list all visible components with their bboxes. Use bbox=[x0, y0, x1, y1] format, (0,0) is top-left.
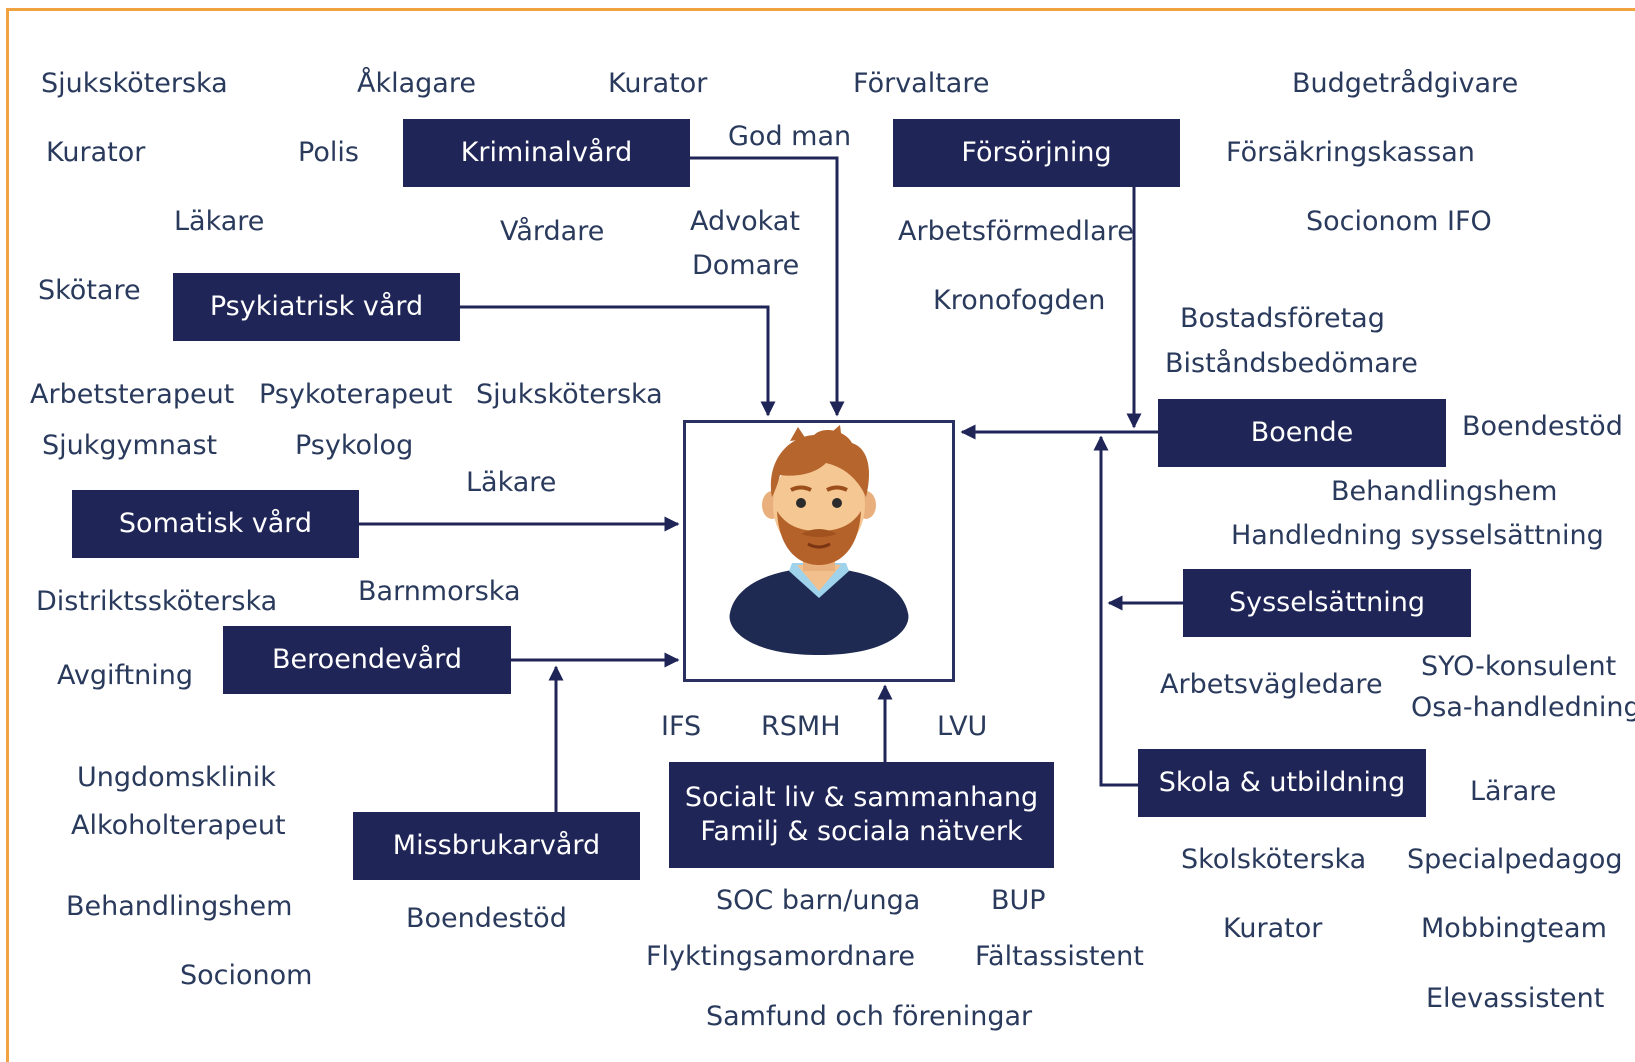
box-socialt-liv: Socialt liv & sammanhang Familj & social… bbox=[669, 762, 1054, 868]
label-bup: BUP bbox=[991, 885, 1046, 916]
label-behandlingshem: Behandlingshem bbox=[66, 891, 293, 922]
orange-frame bbox=[6, 8, 1635, 1062]
box-socialt-liv-line-2: Familj & sociala nätverk bbox=[700, 816, 1023, 847]
label-kurator: Kurator bbox=[608, 68, 708, 99]
arrow-kriminalvard bbox=[690, 156, 845, 417]
label-sjukskoterska: Sjuksköterska bbox=[41, 68, 228, 99]
label-rsmh: RSMH bbox=[761, 711, 841, 742]
label-barnmorska: Barnmorska bbox=[358, 576, 521, 607]
label-syo-konsulent: SYO-konsulent bbox=[1421, 651, 1617, 682]
label-bistandsbedomare: Biståndsbedömare bbox=[1165, 348, 1418, 379]
label-ungdomsklinik: Ungdomsklinik bbox=[77, 762, 276, 793]
label-osa-handledning: Osa-handledning bbox=[1411, 692, 1635, 723]
label-advokat: Advokat bbox=[690, 206, 800, 237]
label-arbetsformedlare: Arbetsförmedlare bbox=[898, 216, 1134, 247]
label-psykolog: Psykolog bbox=[295, 430, 414, 461]
box-beroendevard-label: Beroendevård bbox=[272, 644, 462, 676]
label-boendestod: Boendestöd bbox=[1462, 411, 1623, 442]
label-larare: Lärare bbox=[1470, 776, 1557, 807]
box-boende: Boende bbox=[1158, 399, 1446, 467]
label-god-man: God man bbox=[728, 121, 852, 152]
box-psykiatrisk-vard-label: Psykiatrisk vård bbox=[209, 291, 424, 323]
label-budgetradgivare: Budgetrådgivare bbox=[1292, 68, 1519, 99]
label-avgiftning: Avgiftning bbox=[57, 660, 193, 691]
box-missbrukarvard: Missbrukarvård bbox=[353, 812, 640, 880]
box-somatisk-vard-label: Somatisk vård bbox=[118, 508, 313, 540]
label-ifs: IFS bbox=[661, 711, 702, 742]
box-kriminalvard: Kriminalvård bbox=[403, 119, 690, 187]
box-skola-utbildning: Skola & utbildning bbox=[1138, 749, 1426, 817]
label-soc-barn-unga: SOC barn/unga bbox=[716, 885, 921, 916]
label-arbetsvagledare: Arbetsvägledare bbox=[1160, 669, 1383, 700]
box-boende-label: Boende bbox=[1250, 417, 1354, 449]
box-beroendevard: Beroendevård bbox=[223, 626, 511, 694]
box-socialt-liv-line-1: Socialt liv & sammanhang bbox=[684, 782, 1039, 814]
label-psykoterapeut: Psykoterapeut bbox=[259, 379, 453, 410]
label-sjukskoterska: Sjuksköterska bbox=[476, 379, 663, 410]
label-forvaltare: Förvaltare bbox=[853, 68, 990, 99]
center-person-frame bbox=[683, 420, 955, 682]
label-lvu: LVU bbox=[937, 711, 988, 742]
label-vardare: Vårdare bbox=[500, 216, 605, 247]
label-kronofogden: Kronofogden bbox=[933, 285, 1106, 316]
label-samfund-och-foreningar: Samfund och föreningar bbox=[706, 1001, 1033, 1032]
label-mobbingteam: Mobbingteam bbox=[1421, 913, 1607, 944]
label-aklagare: Åklagare bbox=[357, 68, 476, 99]
arrow-skola bbox=[1093, 435, 1138, 787]
label-bostadsforetag: Bostadsföretag bbox=[1180, 303, 1385, 334]
label-arbetsterapeut: Arbetsterapeut bbox=[30, 379, 235, 410]
label-lakare: Läkare bbox=[174, 206, 265, 237]
label-faltassistent: Fältassistent bbox=[975, 941, 1144, 972]
label-distriktsskoterska: Distriktssköterska bbox=[36, 586, 278, 617]
box-forsorjning-label: Försörjning bbox=[961, 137, 1112, 169]
label-socionom-ifo: Socionom IFO bbox=[1306, 206, 1492, 237]
label-elevassistent: Elevassistent bbox=[1426, 983, 1605, 1014]
label-socionom: Socionom bbox=[180, 960, 313, 991]
label-skotare: Skötare bbox=[38, 275, 141, 306]
label-skolskoterska: Skolsköterska bbox=[1181, 844, 1367, 875]
label-domare: Domare bbox=[692, 250, 800, 281]
label-forsakringskassan: Försäkringskassan bbox=[1226, 137, 1475, 168]
box-missbrukarvard-label: Missbrukarvård bbox=[392, 830, 601, 862]
box-skola-utbildning-label: Skola & utbildning bbox=[1158, 767, 1406, 799]
box-kriminalvard-label: Kriminalvård bbox=[460, 137, 633, 169]
label-alkoholterapeut: Alkoholterapeut bbox=[71, 810, 286, 841]
box-sysselsattning-label: Sysselsättning bbox=[1228, 587, 1425, 619]
box-sysselsattning: Sysselsättning bbox=[1183, 569, 1471, 637]
label-specialpedagog: Specialpedagog bbox=[1407, 844, 1623, 875]
label-kurator: Kurator bbox=[1223, 913, 1323, 944]
label-kurator: Kurator bbox=[46, 137, 146, 168]
box-somatisk-vard: Somatisk vård bbox=[72, 490, 359, 558]
label-polis: Polis bbox=[298, 137, 359, 168]
label-lakare: Läkare bbox=[466, 467, 557, 498]
label-boendestod: Boendestöd bbox=[406, 903, 567, 934]
box-psykiatrisk-vard: Psykiatrisk vård bbox=[173, 273, 460, 341]
arrow-psykiatrisk bbox=[459, 305, 776, 417]
person-avatar-icon bbox=[729, 425, 909, 655]
label-sjukgymnast: Sjukgymnast bbox=[42, 430, 218, 461]
label-behandlingshem: Behandlingshem bbox=[1331, 476, 1558, 507]
label-flyktingsamordnare: Flyktingsamordnare bbox=[646, 941, 915, 972]
label-handledning-sysselsattning: Handledning sysselsättning bbox=[1231, 520, 1604, 551]
box-forsorjning: Försörjning bbox=[893, 119, 1180, 187]
